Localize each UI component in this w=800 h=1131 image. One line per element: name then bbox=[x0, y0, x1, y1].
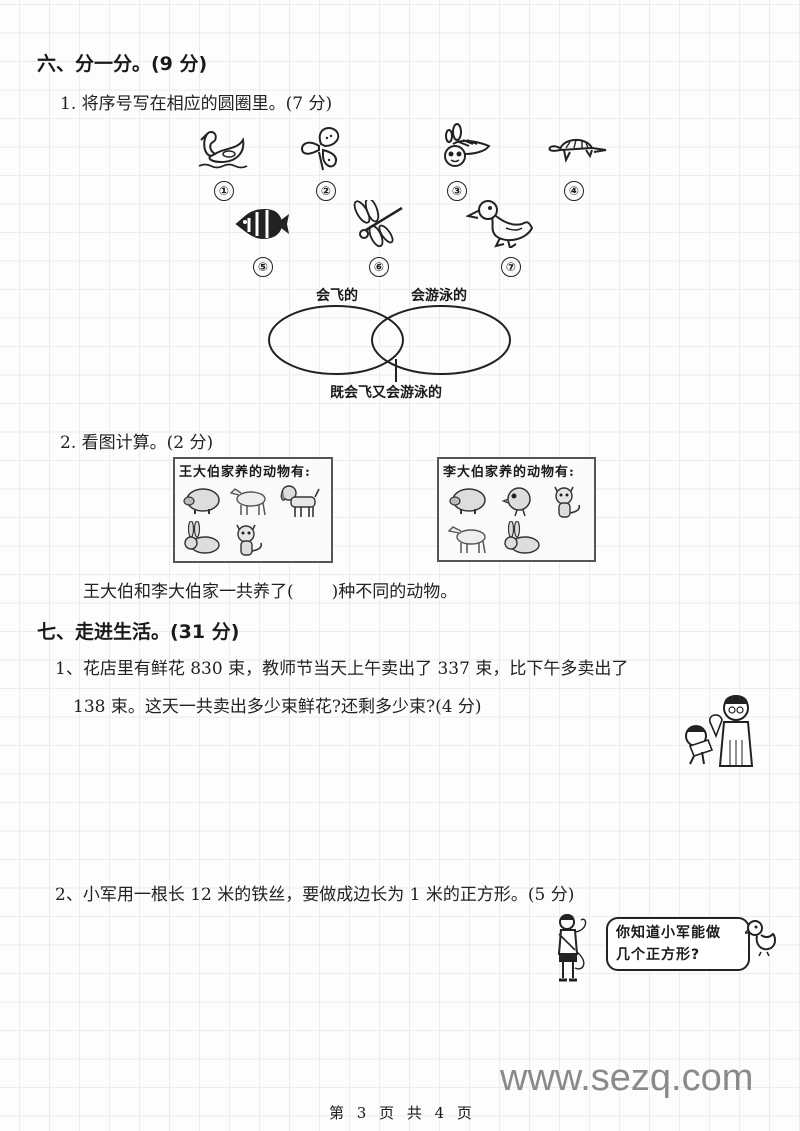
question-7-1-line2: 138 束。这天一共卖出多少束鲜花?还剩多少束?(4 分) bbox=[73, 697, 482, 717]
bee-icon bbox=[444, 123, 491, 167]
animal-number: ③ bbox=[447, 181, 467, 201]
section-7-title: 七、走进生活。(31 分) bbox=[37, 621, 240, 643]
duck-mascot-icon bbox=[745, 920, 776, 956]
pig-icon bbox=[183, 488, 220, 514]
pig-icon bbox=[449, 488, 486, 514]
watermark: www.sezq.com bbox=[500, 1057, 754, 1099]
swan-icon bbox=[198, 130, 248, 169]
fish-icon bbox=[235, 208, 289, 240]
li-animals-box: 李大伯家养的动物有: bbox=[437, 457, 596, 562]
animal-number: ② bbox=[316, 181, 336, 201]
animal-number: ④ bbox=[564, 181, 584, 201]
rabbit-icon bbox=[504, 521, 540, 554]
section-6-title: 六、分一分。(9 分) bbox=[37, 53, 208, 75]
venn-circle-swim[interactable] bbox=[371, 305, 511, 375]
animal-number: ⑦ bbox=[501, 257, 521, 277]
animal-number: ⑤ bbox=[253, 257, 273, 277]
turtle-icon bbox=[548, 139, 607, 164]
cat-icon bbox=[236, 524, 263, 556]
speech-bubble-line2: 几个正方形? bbox=[616, 947, 701, 963]
speech-bubble-line1: 你知道小军能做 bbox=[616, 925, 721, 941]
question-7-2-text: 2、小军用一根长 12 米的铁丝，要做成边长为 1 米的正方形。(5 分) bbox=[55, 885, 575, 905]
boy-with-wire-illustration bbox=[557, 914, 587, 982]
wang-box-title: 王大伯家养的动物有: bbox=[179, 465, 311, 480]
venn-diagram bbox=[268, 305, 511, 382]
wang-animals-box: 王大伯家养的动物有: bbox=[173, 457, 333, 563]
speech-bubble: 你知道小军能做 几个正方形? bbox=[606, 917, 750, 971]
dragonfly-icon bbox=[353, 200, 403, 248]
li-box-title: 李大伯家养的动物有: bbox=[443, 465, 575, 480]
question-6-1-text: 1. 将序号写在相应的圆圈里。(7 分) bbox=[60, 94, 333, 114]
cat-icon bbox=[554, 486, 581, 518]
venn-label-fly: 会飞的 bbox=[316, 288, 358, 304]
animal-number: ⑥ bbox=[369, 257, 389, 277]
page-footer: 第 3 页 共 4 页 bbox=[329, 1104, 476, 1122]
rabbit-icon bbox=[184, 521, 220, 554]
teacher-child-flowers-illustration bbox=[685, 695, 754, 767]
chick-icon bbox=[501, 487, 531, 517]
butterfly-icon bbox=[301, 127, 340, 171]
venn-circle-fly[interactable] bbox=[268, 305, 404, 375]
venn-label-swim: 会游泳的 bbox=[411, 288, 467, 304]
sheep-icon bbox=[447, 526, 486, 554]
question-7-1-line1: 1、花店里有鲜花 830 束，教师节当天上午卖出了 337 束，比下午多卖出了 bbox=[55, 659, 629, 679]
duck-icon bbox=[466, 200, 534, 248]
question-6-2-text: 2. 看图计算。(2 分) bbox=[60, 433, 214, 453]
venn-label-both: 既会飞又会游泳的 bbox=[330, 385, 442, 401]
sheep-icon bbox=[229, 488, 266, 516]
dog-icon bbox=[280, 485, 320, 517]
animal-number: ① bbox=[214, 181, 234, 201]
question-6-2-sentence: 王大伯和李大伯家一共养了()种不同的动物。 bbox=[83, 582, 458, 602]
